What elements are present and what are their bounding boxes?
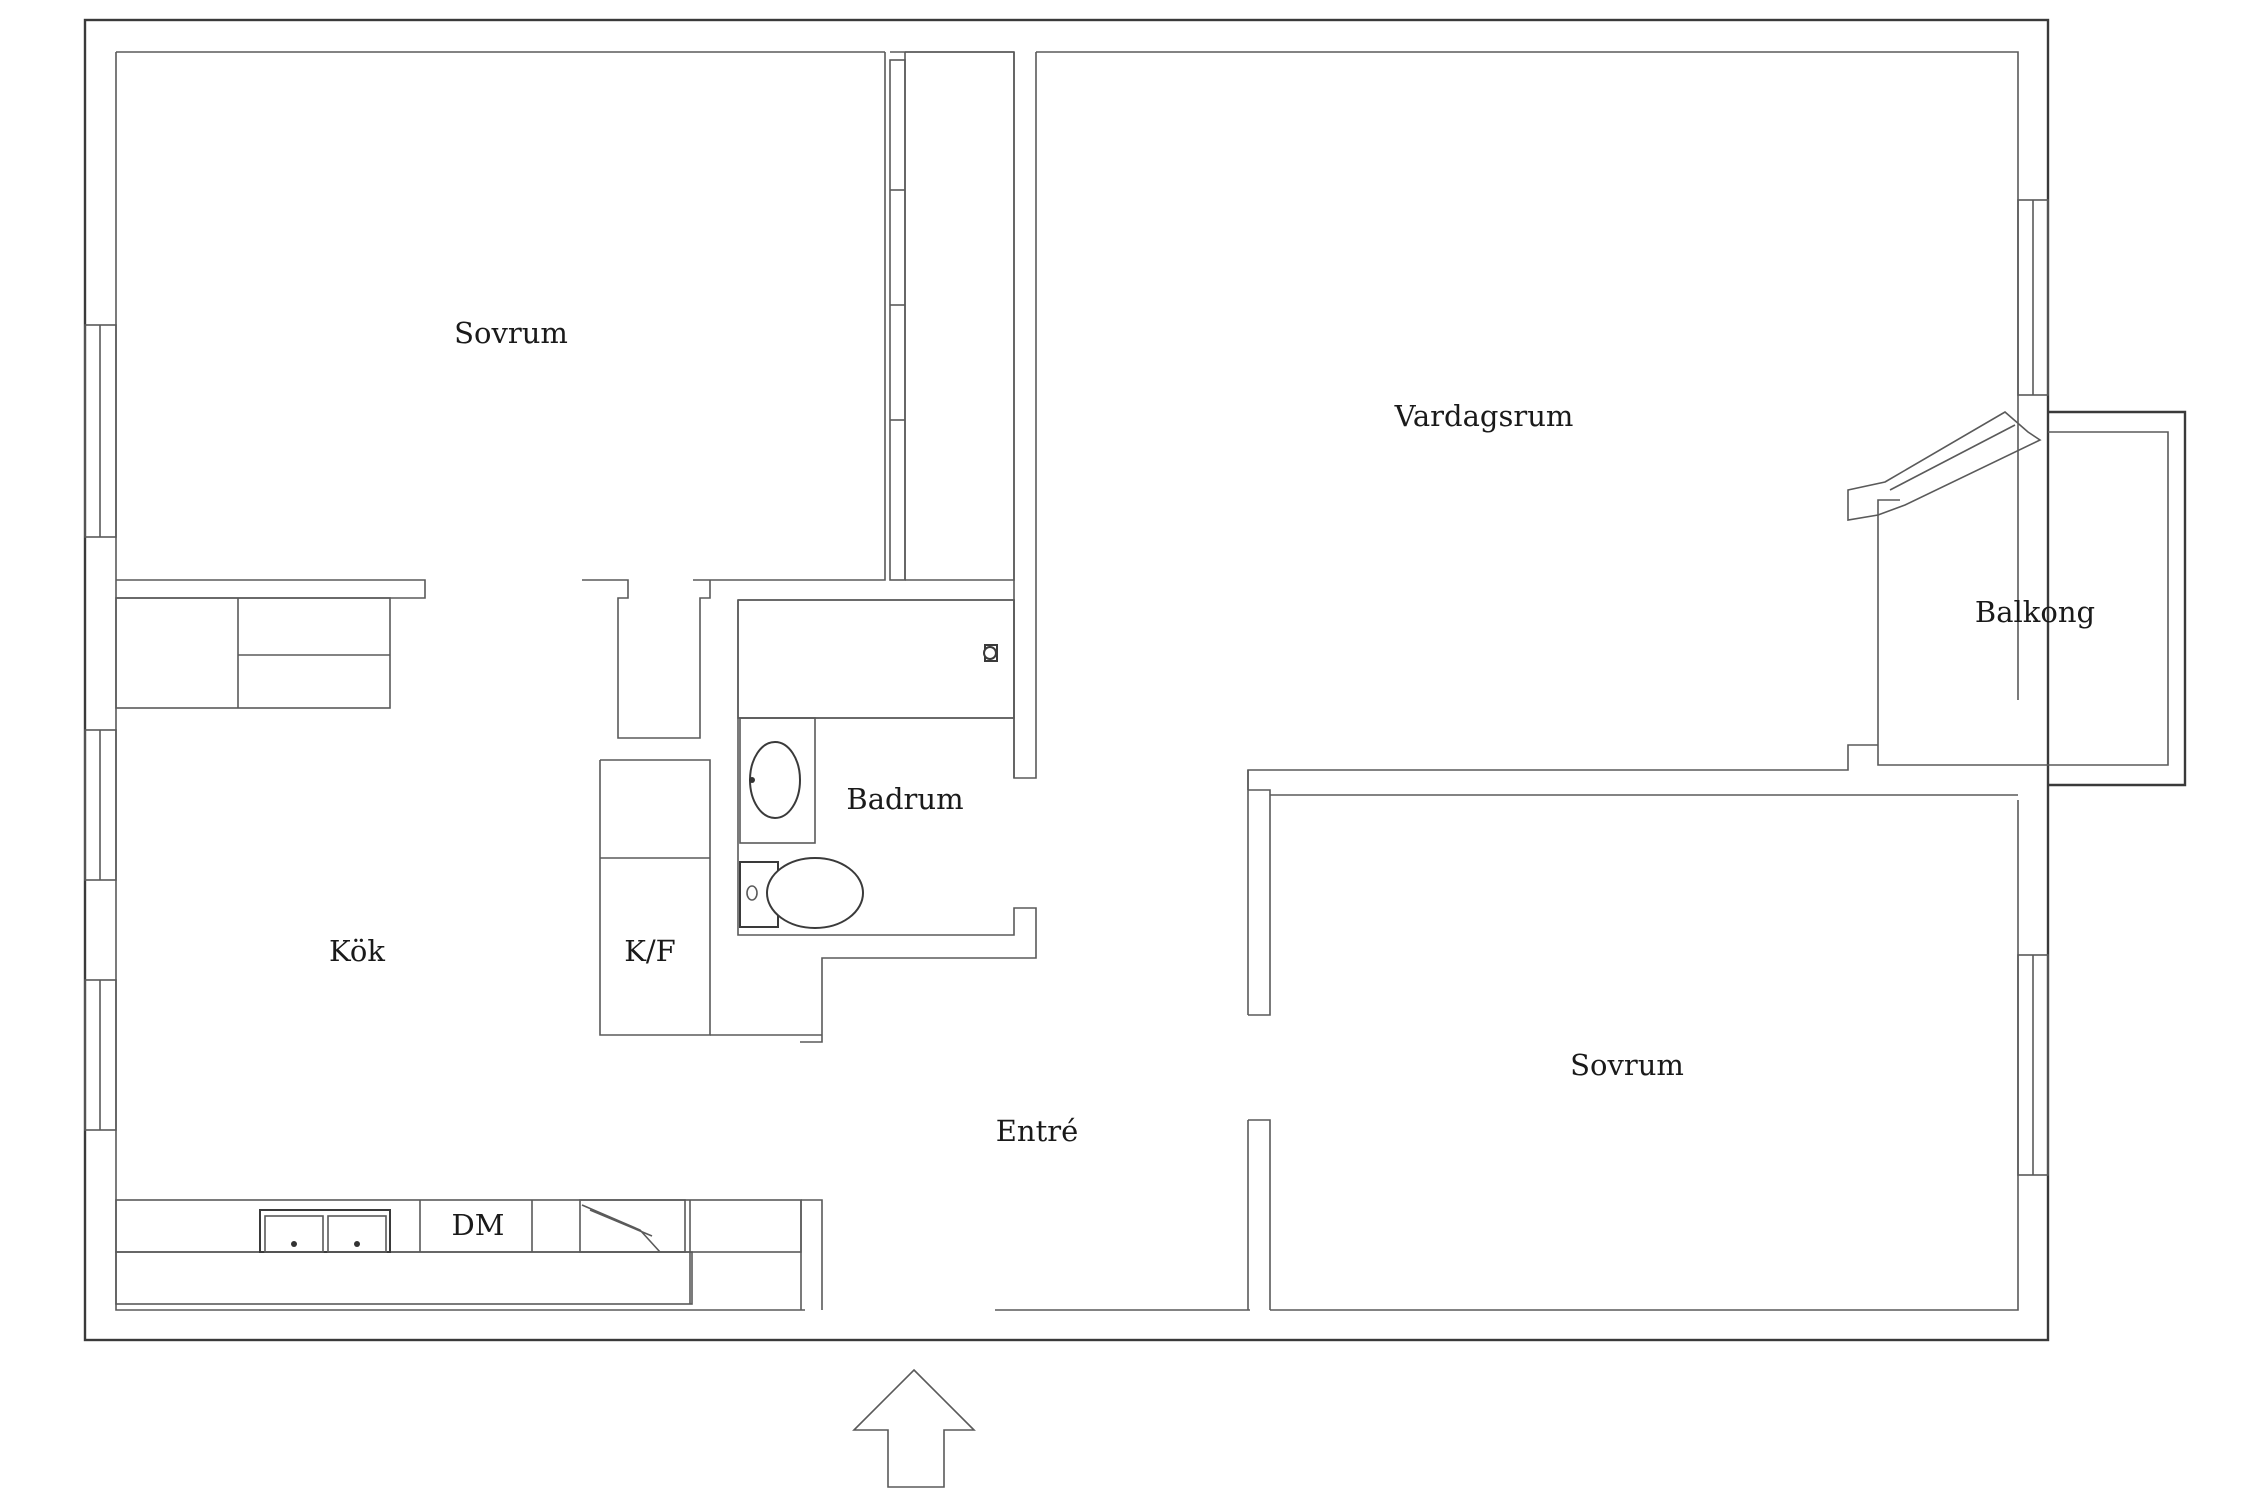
washbasin-icon — [739, 717, 816, 844]
balcony — [1847, 410, 2187, 787]
arrow-up-icon — [852, 1368, 976, 1488]
room-label-bedroom-bottom: Sovrum — [1570, 1048, 1684, 1082]
room-label-balcony: Balkong — [1975, 595, 2095, 629]
room-label-entrance: Entré — [996, 1114, 1079, 1148]
room-label-bathroom: Badrum — [846, 782, 963, 816]
bathroom — [599, 599, 1037, 1043]
room-label-living-room: Vardagsrum — [1394, 399, 1574, 433]
room-label-dishwasher: DM — [452, 1208, 505, 1242]
shower-icon — [983, 644, 998, 662]
kitchen-sink-icon — [259, 1209, 391, 1253]
room-label-fridge-freezer: K/F — [624, 934, 676, 968]
kitchen-counter — [115, 1199, 823, 1310]
stove-icon — [579, 1199, 686, 1253]
toilet-icon — [739, 857, 864, 929]
living-room-walls — [1013, 52, 1878, 1015]
kitchen-cabinets — [115, 597, 391, 709]
room-label-bedroom-top: Sovrum — [454, 316, 568, 350]
bedroom-top-walls — [116, 51, 1015, 739]
bedroom-bottom-walls — [1247, 789, 2018, 1310]
room-label-kitchen: Kök — [329, 934, 385, 968]
windows — [84, 199, 2049, 1176]
